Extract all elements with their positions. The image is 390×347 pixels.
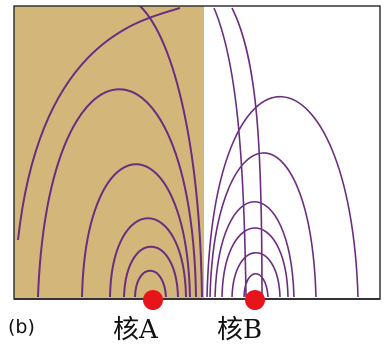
nucleus-b-dot <box>245 290 265 310</box>
nucleus-b-label: 核B <box>217 309 262 346</box>
panel-label: (b) <box>8 316 35 338</box>
nucleus-a-dot <box>143 290 163 310</box>
right-region <box>204 6 380 299</box>
nucleus-a-label: 核A <box>113 309 158 346</box>
